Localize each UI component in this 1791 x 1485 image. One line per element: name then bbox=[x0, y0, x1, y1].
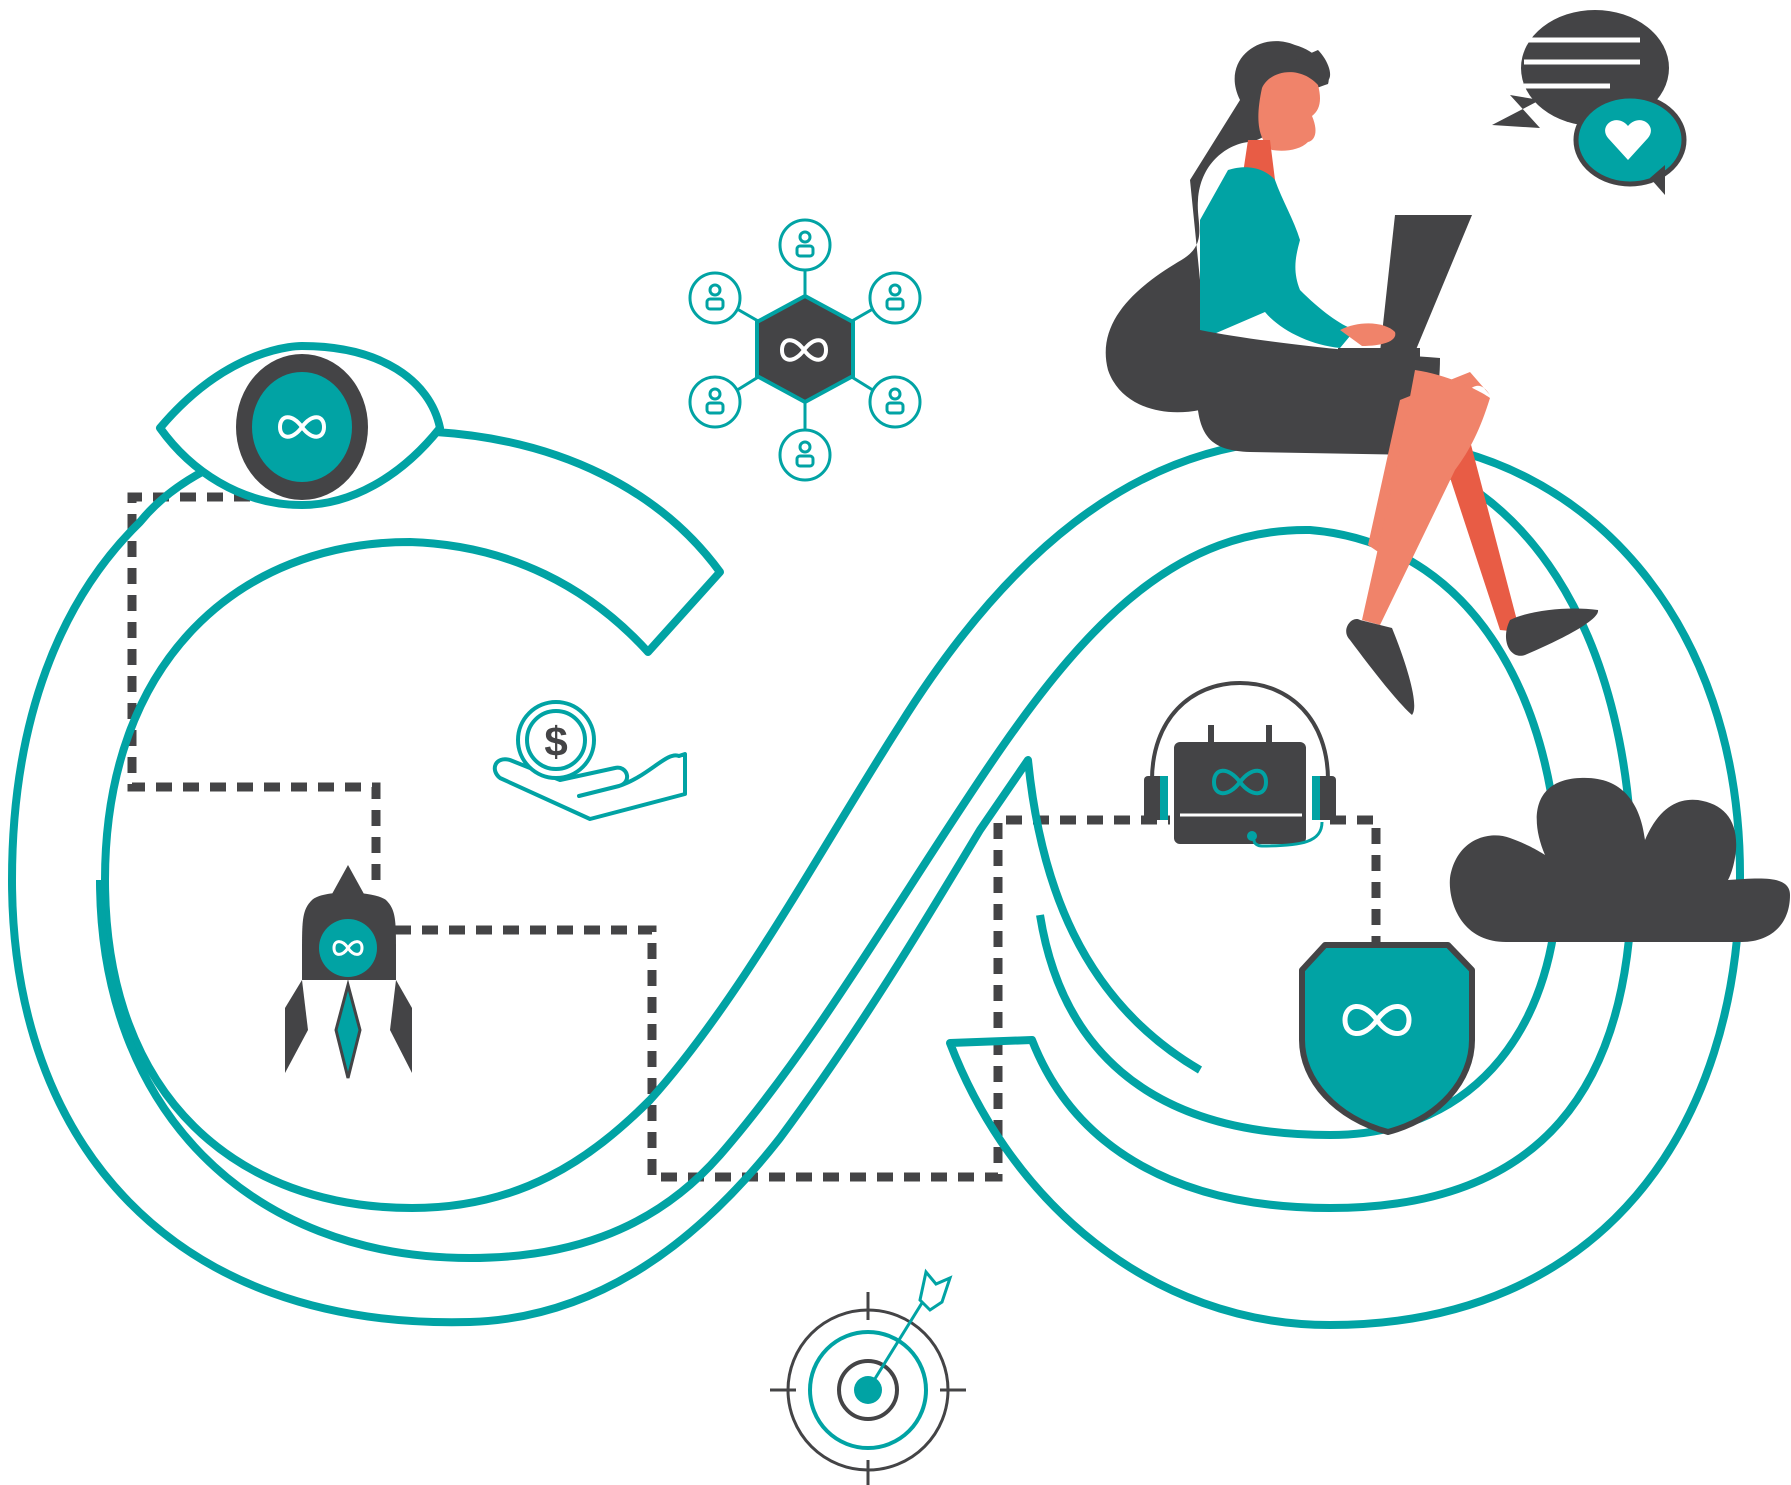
coin-dollar-sign: $ bbox=[544, 718, 567, 765]
cloud-icon bbox=[1449, 777, 1790, 942]
chat-bubbles-icon bbox=[1492, 10, 1687, 195]
shield-infinity-icon bbox=[1299, 942, 1475, 1135]
woman-with-laptop-illustration bbox=[1105, 41, 1599, 715]
rocket-icon bbox=[285, 865, 412, 1079]
target-arrow-icon bbox=[770, 1268, 966, 1485]
hand-holding-coin-icon: $ bbox=[492, 700, 687, 821]
dashed-connectors bbox=[127, 492, 1381, 1182]
headset-monitor-icon bbox=[1144, 680, 1336, 848]
team-network-icon bbox=[688, 218, 922, 482]
eye-infinity-icon bbox=[156, 341, 444, 509]
